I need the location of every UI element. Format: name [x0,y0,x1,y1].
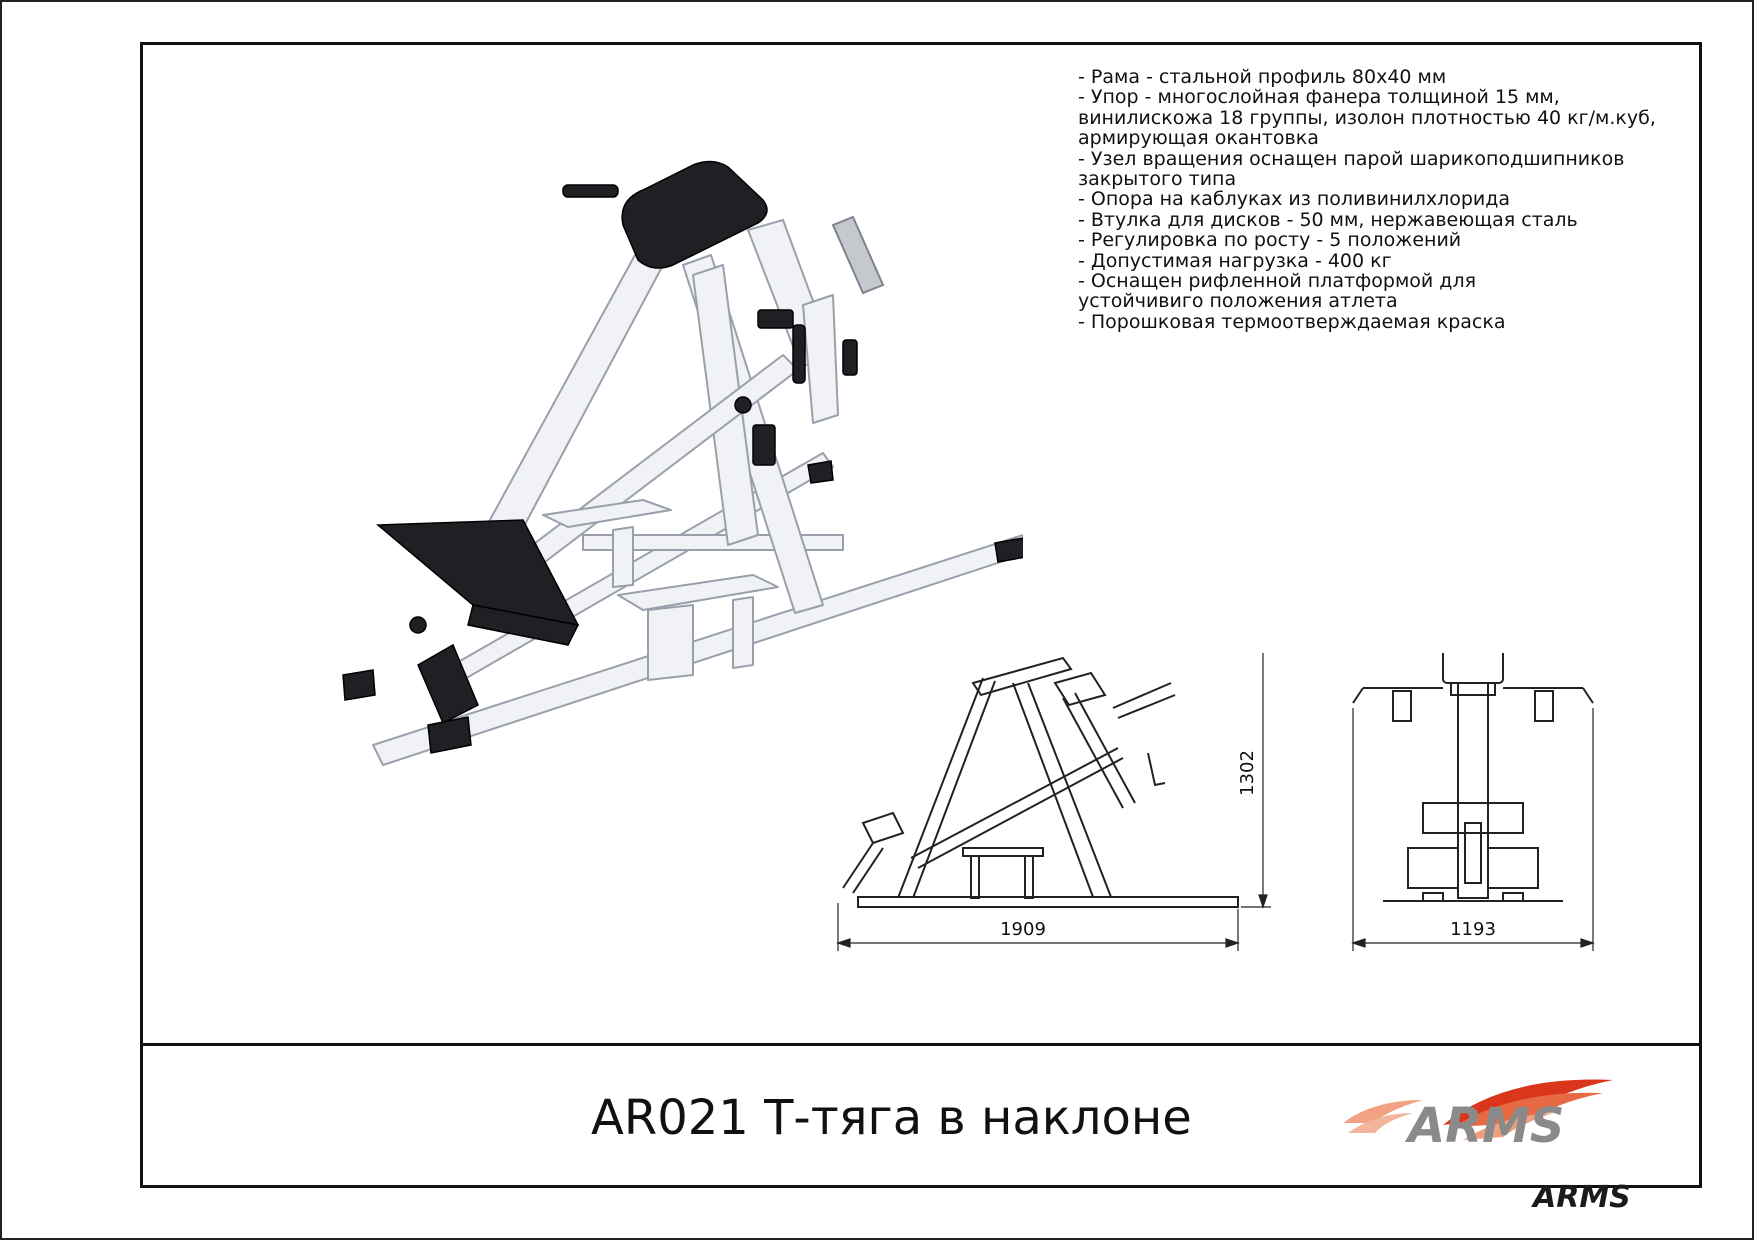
logo-swoosh-icon [1343,1079,1613,1140]
spec-line: - Оснащен рифленной платформой для [1078,270,1477,293]
spec-line: закрытого типа [1078,168,1237,191]
arms-logo: ARMS ARMS [1343,1079,1631,1215]
spec-line: армирующая окантовка [1078,127,1319,150]
drawing-frame: - Рама - стальной профиль 80х40 мм - Упо… [140,42,1702,1215]
spec-line: - Втулка для дисков - 50 мм, нержавеющая… [1078,208,1578,231]
spec-line: - Упор - многослойная фанера толщиной 15… [1078,86,1560,109]
logo-brand-small: ARMS [1531,1180,1631,1215]
spec-line: - Рама - стальной профиль 80х40 мм [1078,66,1447,88]
spec-list: - Рама - стальной профиль 80х40 мм - Упо… [1078,66,1678,333]
spec-line: - Допустимая нагрузка - 400 кг [1078,249,1392,272]
dimension-height: 1302 [1237,750,1258,796]
spec-line: устойчивиго положения атлета [1078,290,1398,313]
spec-line: - Узел вращения оснащен парой шарикоподш… [1078,147,1625,170]
dimension-width: 1193 [1450,919,1496,940]
spec-line: - Регулировка по росту - 5 положений [1078,229,1462,252]
side-view-drawing: 1909 1302 [836,653,1271,951]
spec-line: - Опора на каблуках из поливинилхлорида [1078,188,1511,211]
front-view-drawing: 1193 [1351,653,1595,951]
logo-brand-large: ARMS [1404,1098,1564,1154]
spec-line: - Порошковая термоотверждаемая краска [1078,310,1506,333]
product-title: AR021 Т-тяга в наклоне [591,1090,1192,1146]
machine-3d-render [342,160,1023,766]
spec-line: винилискожа 18 группы, изолон плотностью… [1078,106,1656,129]
dimension-length: 1909 [1000,919,1046,940]
title-separator [143,1043,1699,1046]
